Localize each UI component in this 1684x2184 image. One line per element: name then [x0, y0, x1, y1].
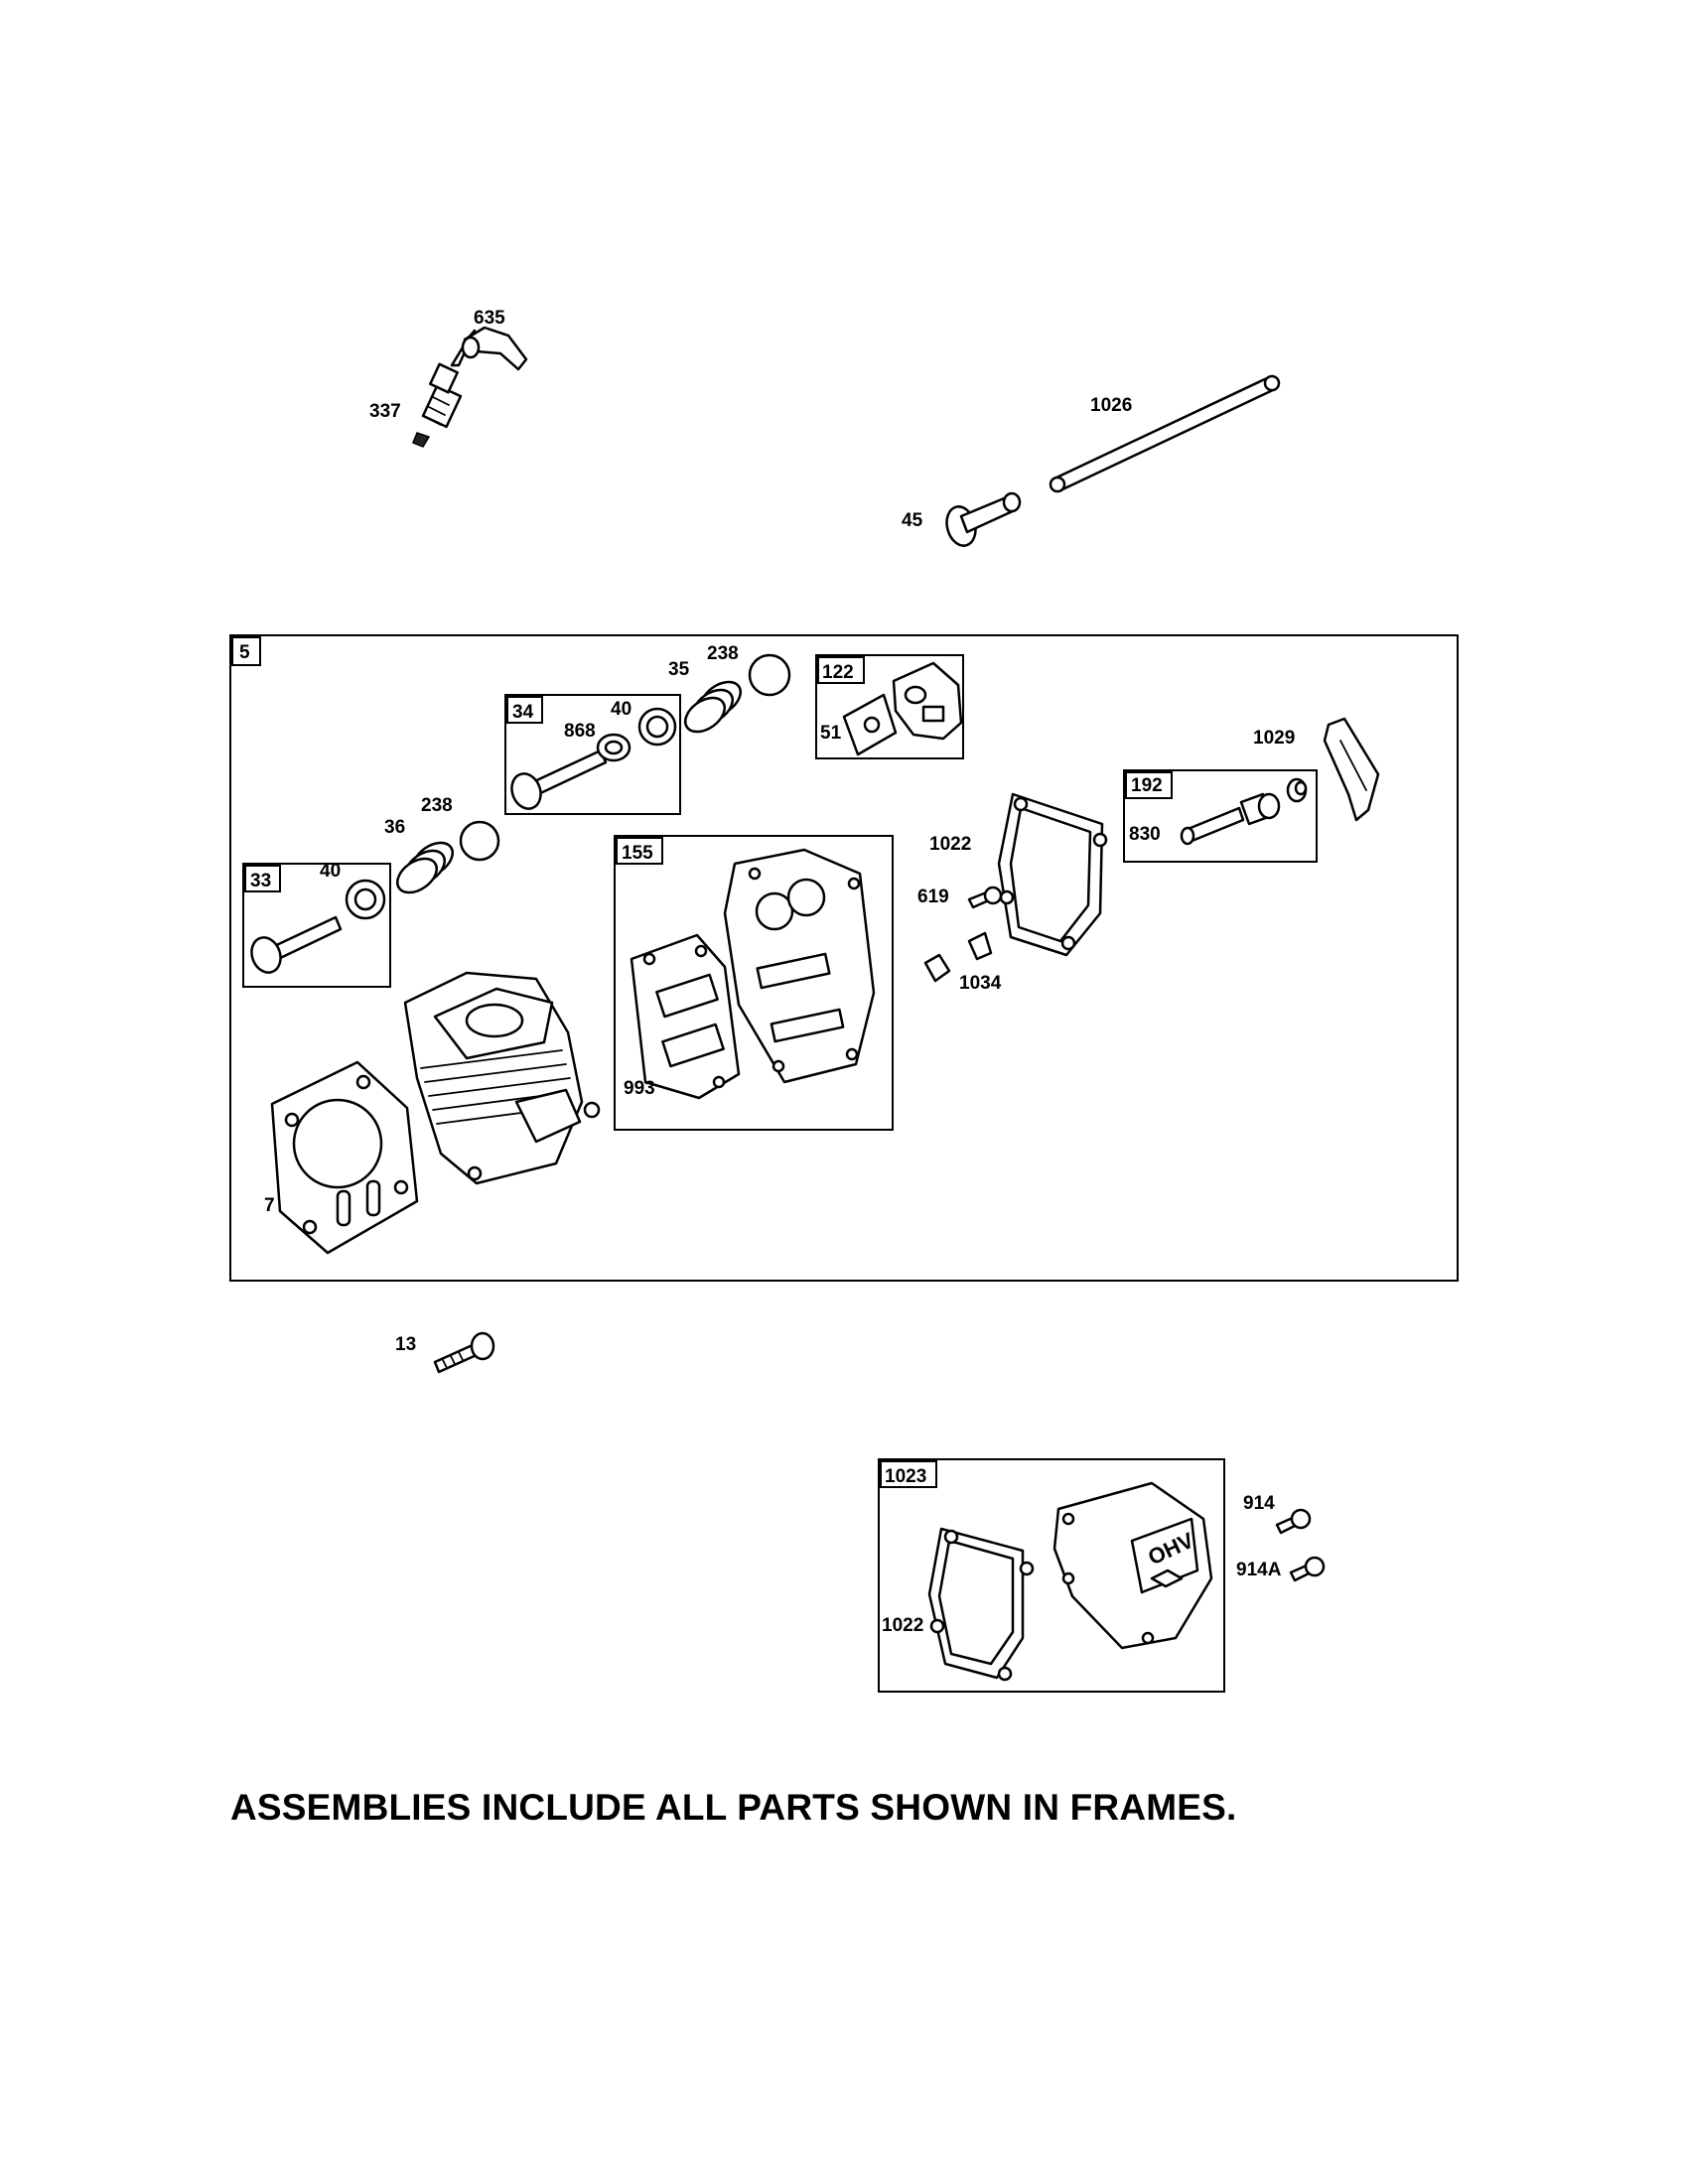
callout-1022-cover: 1022 — [882, 1615, 923, 1636]
assembly-frame-breather-122 — [815, 654, 964, 759]
part-rocker-stud — [945, 491, 1022, 547]
footer-note: ASSEMBLIES INCLUDE ALL PARTS SHOWN IN FR… — [230, 1787, 1237, 1828]
part-valve-spring-35 — [684, 680, 742, 734]
callout-155: 155 — [622, 843, 653, 864]
part-valve-cover: OHV — [1052, 1481, 1213, 1650]
part-clip-1034 — [923, 931, 993, 983]
callout-337: 337 — [369, 401, 401, 422]
part-spark-plug — [412, 329, 477, 448]
callout-box-192 — [1125, 771, 1173, 799]
part-head-gasket — [270, 1060, 419, 1255]
callout-635: 635 — [474, 308, 505, 329]
callout-13: 13 — [395, 1334, 416, 1355]
callout-993: 993 — [624, 1078, 655, 1099]
callout-45: 45 — [902, 510, 923, 531]
assembly-frame-valve-33 — [242, 863, 391, 988]
part-valve-cap-238a — [748, 653, 791, 697]
callout-1029: 1029 — [1253, 728, 1295, 749]
callout-238-lower: 238 — [421, 795, 453, 816]
part-screw-619 — [967, 886, 1003, 909]
callout-34: 34 — [512, 702, 534, 723]
part-intake-gasket-993 — [630, 933, 741, 1100]
callout-box-122 — [817, 656, 865, 684]
callout-box-5 — [231, 636, 261, 666]
assembly-frame-cylinder-head — [229, 634, 1459, 1282]
callout-36: 36 — [384, 817, 405, 838]
callout-40-upper: 40 — [611, 699, 632, 720]
part-rocker-arm — [1323, 717, 1380, 822]
callout-51: 51 — [820, 723, 842, 744]
callout-40-lower: 40 — [320, 861, 341, 882]
part-breather-gasket — [842, 693, 898, 756]
callout-868: 868 — [564, 721, 596, 742]
callout-33: 33 — [250, 871, 271, 891]
callout-830: 830 — [1129, 824, 1161, 845]
part-head-bolt — [433, 1331, 495, 1374]
callout-914: 914 — [1243, 1493, 1275, 1514]
callout-1022-main: 1022 — [929, 834, 971, 855]
part-breather-assembly — [892, 661, 963, 741]
part-push-rod — [1049, 374, 1281, 493]
part-exhaust-valve — [510, 707, 677, 810]
callout-box-33 — [244, 865, 281, 892]
callout-box-155 — [616, 837, 663, 865]
part-rocker-stud-830 — [1180, 777, 1308, 846]
part-intake-valve — [250, 879, 386, 974]
assembly-frame-valve-34 — [504, 694, 681, 815]
part-valve-spring-36 — [396, 841, 454, 894]
part-rocker-cover-gasket-b — [927, 1527, 1035, 1682]
callout-box-1023 — [880, 1460, 937, 1488]
callout-192: 192 — [1131, 775, 1163, 796]
part-screw-914a — [1289, 1556, 1326, 1582]
assembly-frame-gasket-set-155 — [614, 835, 894, 1131]
assembly-frame-rocker-192 — [1123, 769, 1318, 863]
callout-122: 122 — [822, 662, 854, 683]
part-screw-914 — [1275, 1508, 1312, 1535]
assembly-frame-valve-cover-1023 — [878, 1458, 1225, 1693]
part-cylinder-head — [403, 971, 601, 1185]
callout-35: 35 — [668, 659, 690, 680]
callout-619: 619 — [917, 887, 949, 907]
callout-1023: 1023 — [885, 1466, 926, 1487]
part-rocker-cover-gasket-a — [997, 792, 1108, 957]
part-spark-plug-boot — [461, 326, 528, 371]
callout-1026: 1026 — [1090, 395, 1132, 416]
callout-7: 7 — [264, 1195, 275, 1216]
part-valve-cap-238b — [459, 820, 500, 862]
callout-5: 5 — [239, 642, 250, 663]
callout-914a: 914A — [1236, 1560, 1282, 1580]
part-head-plate-gasket — [723, 848, 876, 1084]
callout-box-34 — [506, 696, 543, 724]
callout-238-top: 238 — [707, 643, 739, 664]
callout-1034: 1034 — [959, 973, 1002, 994]
